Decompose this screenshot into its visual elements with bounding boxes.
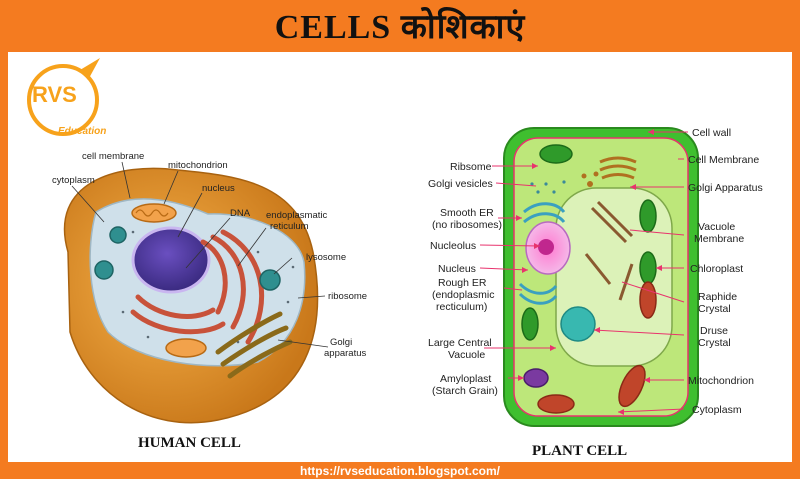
label-human-er-2: reticulum bbox=[270, 221, 309, 232]
caption-plant-cell: PLANT CELL bbox=[532, 443, 627, 459]
label-plant-large-vacuole-1: Large Central bbox=[428, 337, 492, 349]
label-plant-chloroplast: Chloroplast bbox=[690, 263, 743, 275]
logo-pen-icon bbox=[80, 58, 100, 80]
human-cell-illustration bbox=[63, 167, 319, 424]
label-human-dna: DNA bbox=[230, 208, 251, 219]
label-plant-rough-er-3: recticulum) bbox=[436, 301, 487, 313]
label-human-cell-membrane: cell membrane bbox=[82, 151, 144, 162]
label-plant-amyloplast-1: Amyloplast bbox=[440, 373, 491, 385]
label-human-er-1: endoplasmatic bbox=[266, 210, 328, 221]
label-plant-mitochondrion: Mitochondrion bbox=[688, 375, 754, 387]
label-plant-cytoplasm: Cytoplasm bbox=[692, 404, 742, 416]
caption-human-cell: HUMAN CELL bbox=[138, 435, 241, 451]
label-plant-nucleolus: Nucleolus bbox=[430, 240, 476, 252]
rvs-logo: RVS Education bbox=[27, 58, 106, 137]
label-plant-large-vacuole-2: Vacuole bbox=[448, 349, 485, 361]
label-human-lysosome: lysosome bbox=[306, 252, 346, 263]
diagram-panel: RVS Education bbox=[8, 52, 792, 462]
label-plant-druse-1: Druse bbox=[700, 325, 728, 337]
plant-cell-illustration bbox=[503, 127, 699, 427]
label-plant-vacuole-membrane-1: Vacuole bbox=[698, 221, 735, 233]
logo-ring-icon bbox=[27, 64, 99, 136]
label-plant-rough-er-2: (endoplasmic bbox=[432, 289, 494, 301]
label-plant-nucleus: Nucleus bbox=[438, 263, 476, 275]
logo-text-education: Education bbox=[58, 126, 106, 137]
label-plant-ribsome: Ribsome bbox=[450, 161, 492, 173]
page-title: CELLS कोशिकाएं bbox=[274, 9, 526, 46]
label-human-golgi-1: Golgi bbox=[330, 337, 352, 348]
source-url: https://rvseducation.blogspot.com/ bbox=[299, 464, 500, 478]
label-plant-amyloplast-2: (Starch Grain) bbox=[432, 385, 498, 397]
label-plant-raphide-2: Crystal bbox=[698, 303, 731, 315]
label-human-nucleus: nucleus bbox=[202, 183, 235, 194]
label-plant-druse-2: Crystal bbox=[698, 337, 731, 349]
label-plant-cell-wall: Cell wall bbox=[692, 127, 731, 139]
logo-text-rvs: RVS bbox=[32, 82, 77, 107]
label-plant-golgi-vesicles: Golgi vesicles bbox=[428, 178, 493, 190]
label-plant-golgi-apparatus: Golgi Apparatus bbox=[688, 182, 763, 194]
label-human-mitochondrion: mitochondrion bbox=[168, 160, 228, 171]
label-human-ribosome: ribosome bbox=[328, 291, 367, 302]
label-human-golgi-2: apparatus bbox=[324, 348, 367, 359]
label-human-cytoplasm: cytoplasm bbox=[52, 175, 95, 186]
cells-diagram: RVS Education bbox=[27, 58, 763, 459]
label-plant-cell-membrane: Cell Membrane bbox=[688, 154, 759, 166]
label-plant-smooth-er-2: (no ribosomes) bbox=[432, 219, 502, 231]
label-plant-vacuole-membrane-2: Membrane bbox=[694, 233, 744, 245]
label-plant-smooth-er-1: Smooth ER bbox=[440, 207, 494, 219]
label-plant-raphide-1: Raphide bbox=[698, 291, 737, 303]
label-plant-rough-er-1: Rough ER bbox=[438, 277, 487, 289]
